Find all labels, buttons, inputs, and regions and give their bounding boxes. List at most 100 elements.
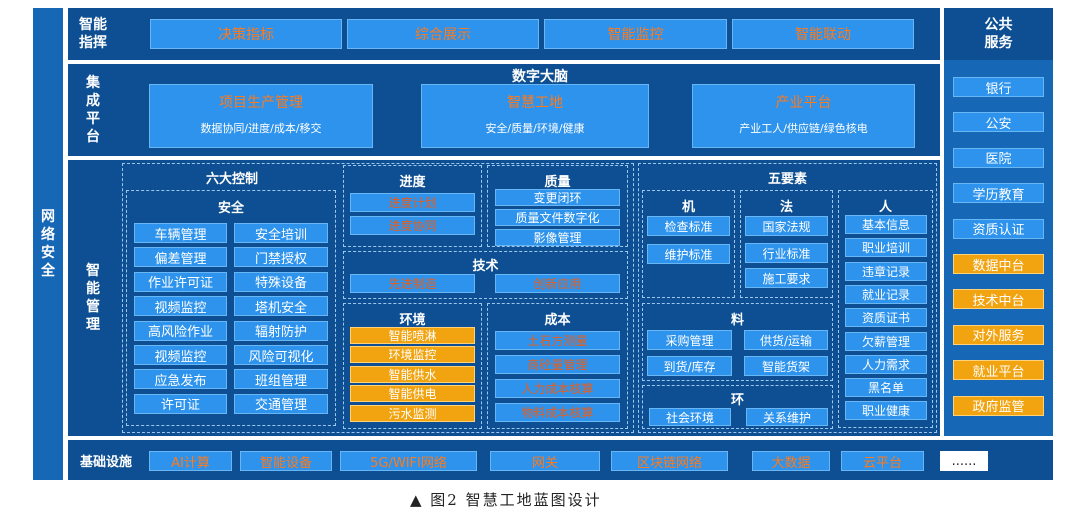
- quality-item-digital-docs[interactable]: 质量文件数字化: [495, 209, 620, 226]
- infrastructure-item[interactable]: 网关: [490, 451, 600, 471]
- people-item[interactable]: 人力需求: [845, 354, 927, 374]
- safety-item[interactable]: 车辆管理: [134, 223, 227, 243]
- public-service-item[interactable]: 技术中台: [953, 289, 1044, 310]
- public-service-item[interactable]: 资质认证: [953, 218, 1044, 239]
- progress-item-plan[interactable]: 进度计划: [350, 193, 475, 212]
- material-item-stock[interactable]: 到货/库存: [647, 356, 732, 376]
- material-item-supply[interactable]: 供货/运输: [744, 330, 828, 350]
- infrastructure-item[interactable]: 智能设备: [240, 451, 332, 471]
- people-frame: [838, 190, 933, 428]
- safety-item[interactable]: 辐射防护: [234, 320, 328, 341]
- figure-caption: ▲ 图2 智慧工地蓝图设计: [410, 491, 602, 509]
- safety-item[interactable]: 高风险作业: [134, 320, 227, 341]
- integration-label: 集成平台: [86, 75, 100, 145]
- environment-frame: [343, 303, 482, 429]
- machine-title: 机: [681, 200, 695, 215]
- quality-title: 质量: [544, 175, 571, 190]
- six-controls-frame: [122, 163, 634, 433]
- infrastructure-item[interactable]: AI计算: [149, 451, 232, 471]
- environment-item[interactable]: 智能供水: [350, 365, 475, 383]
- command-item-decision-metrics[interactable]: 决策指标: [150, 19, 342, 49]
- infrastructure-item[interactable]: 5G/WIFI网络: [340, 451, 477, 471]
- cost-item[interactable]: 物料成本核算: [495, 403, 620, 422]
- safety-title: 安全: [217, 201, 244, 216]
- command-item-smart-link[interactable]: 智能联动: [732, 19, 914, 49]
- people-item[interactable]: 黑名单: [845, 378, 927, 398]
- integration-card-industry[interactable]: [692, 84, 915, 148]
- environment-item[interactable]: 环境监控: [350, 346, 475, 364]
- integration-card-smart-site[interactable]: [421, 84, 649, 148]
- safety-item[interactable]: 班组管理: [234, 369, 328, 390]
- safety-item[interactable]: 视频监控: [134, 296, 227, 317]
- machine-item-maintenance[interactable]: 维护标准: [647, 244, 730, 264]
- integration-card-smart-site-title: 智慧工地: [507, 95, 563, 111]
- law-item-national[interactable]: 国家法规: [745, 216, 828, 236]
- environment-item[interactable]: 智能喷淋: [350, 327, 475, 344]
- public-service-item[interactable]: 就业平台: [953, 360, 1044, 381]
- safety-item[interactable]: 门禁授权: [234, 247, 328, 268]
- law-item-industry[interactable]: 行业标准: [745, 243, 828, 263]
- cost-item[interactable]: 土石方测量: [495, 331, 620, 350]
- public-service-item[interactable]: 银行: [953, 77, 1044, 97]
- command-item-overview[interactable]: 综合展示: [347, 19, 539, 49]
- ring-item-society[interactable]: 社会环境: [649, 408, 731, 426]
- cost-title: 成本: [544, 313, 571, 328]
- public-services-label: 公共服务: [944, 8, 1053, 60]
- law-frame: [740, 190, 833, 298]
- safety-item[interactable]: 塔机安全: [234, 296, 328, 317]
- material-item-purchase[interactable]: 采购管理: [647, 330, 732, 350]
- tech-item-innovation[interactable]: 创新应用: [495, 274, 620, 293]
- public-service-item[interactable]: 对外服务: [953, 324, 1044, 345]
- quality-item-change[interactable]: 变更闭环: [495, 189, 620, 206]
- public-service-item[interactable]: 公安: [953, 112, 1044, 133]
- public-service-item[interactable]: 数据中台: [953, 254, 1044, 274]
- safety-item[interactable]: 特殊设备: [234, 271, 328, 292]
- ring-title: 环: [730, 393, 744, 408]
- environment-title: 环境: [399, 313, 426, 328]
- public-service-item[interactable]: 政府监管: [953, 395, 1044, 416]
- safety-item[interactable]: 应急发布: [134, 369, 227, 390]
- infrastructure-item[interactable]: 区块链网络: [611, 451, 728, 471]
- people-item[interactable]: 资质证书: [845, 308, 927, 328]
- material-frame: [642, 303, 833, 381]
- environment-item[interactable]: 污水监测: [350, 404, 475, 422]
- people-item[interactable]: 就业记录: [845, 284, 927, 304]
- integration-card-production[interactable]: [149, 84, 373, 148]
- material-title: 料: [730, 313, 744, 328]
- machine-frame: [642, 190, 735, 298]
- cost-item[interactable]: 人力成本核算: [495, 379, 620, 398]
- cost-item[interactable]: 商砼量管理: [495, 355, 620, 374]
- safety-item[interactable]: 许可证: [134, 393, 227, 414]
- safety-item[interactable]: 作业许可证: [134, 271, 227, 292]
- people-item[interactable]: 违章记录: [845, 261, 927, 281]
- integration-card-production-desc: 数据协同/进度/成本/移交: [200, 122, 322, 135]
- public-service-item[interactable]: 学历教育: [953, 183, 1044, 204]
- quality-item-image[interactable]: 影像管理: [495, 229, 620, 246]
- public-service-item[interactable]: 医院: [953, 147, 1044, 168]
- infrastructure-item[interactable]: 大数据: [752, 451, 830, 471]
- safety-item[interactable]: 风险可视化: [234, 345, 328, 365]
- material-item-shelf[interactable]: 智能货架: [744, 356, 828, 376]
- command-item-smart-monitor[interactable]: 智能监控: [544, 19, 727, 49]
- law-item-construction[interactable]: 施工要求: [745, 268, 828, 288]
- infrastructure-item[interactable]: 云平台: [841, 451, 924, 471]
- ring-item-relations[interactable]: 关系维护: [746, 408, 828, 426]
- ring-frame: [642, 385, 833, 429]
- integration-card-industry-title: 产业平台: [775, 95, 832, 111]
- infrastructure-more-item[interactable]: ......: [940, 451, 988, 471]
- safety-item[interactable]: 视频监控: [134, 345, 227, 365]
- progress-frame: [343, 165, 482, 247]
- people-item[interactable]: 基本信息: [845, 215, 927, 234]
- people-item[interactable]: 职业培训: [845, 238, 927, 258]
- people-item[interactable]: 职业健康: [845, 401, 927, 421]
- machine-item-inspection[interactable]: 检查标准: [647, 216, 730, 236]
- tech-item-manufacturing[interactable]: 先进制造: [350, 274, 475, 293]
- environment-item[interactable]: 智能供电: [350, 385, 475, 403]
- infrastructure-label: 基础设施: [79, 454, 132, 470]
- tech-frame: [343, 251, 628, 299]
- safety-item[interactable]: 安全培训: [234, 223, 328, 243]
- progress-item-sync[interactable]: 进度协同: [350, 216, 475, 235]
- safety-item[interactable]: 偏差管理: [134, 247, 227, 268]
- safety-item[interactable]: 交通管理: [234, 393, 328, 414]
- people-item[interactable]: 欠薪管理: [845, 331, 927, 351]
